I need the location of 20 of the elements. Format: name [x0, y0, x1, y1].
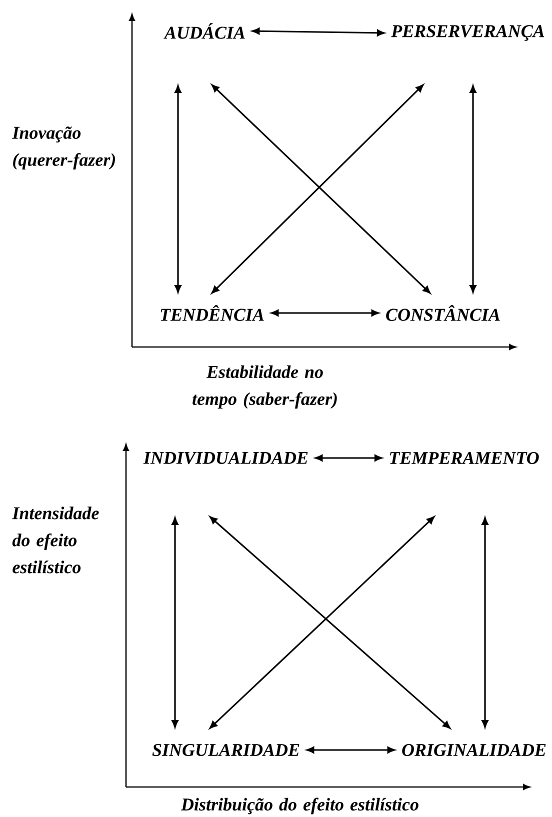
double-arrow — [174, 85, 182, 293]
axis-label: Inovação (querer-fazer) — [12, 126, 116, 170]
double-arrow — [271, 310, 379, 316]
concept-label: ORIGINALIDADE — [402, 744, 546, 756]
concept-label: INDIVIDUALIDADE — [143, 452, 308, 464]
concept-label: TEMPERAMENTO — [390, 452, 539, 464]
axis-label: Estabilidade no tempo (saber-fazer) — [192, 365, 337, 409]
concept-label: AUDÁCIA — [164, 23, 245, 39]
concept-label: PERSERVERANÇA — [391, 25, 544, 41]
double-arrow — [470, 85, 476, 293]
double-arrow — [482, 517, 488, 728]
concept-label: CONSTÂNCIA — [386, 305, 500, 321]
concept-label: TENDÊNCIA — [160, 305, 264, 321]
concept-label: SINGULARIDADE — [152, 744, 300, 756]
double-arrow — [306, 746, 395, 754]
double-arrow — [172, 517, 178, 728]
double-arrow — [252, 28, 385, 36]
axis-label: Distribuição do efeito estilístico — [180, 798, 418, 814]
axis-label: Intensidade do efeito estilístico — [12, 506, 99, 574]
double-arrow — [315, 454, 382, 462]
